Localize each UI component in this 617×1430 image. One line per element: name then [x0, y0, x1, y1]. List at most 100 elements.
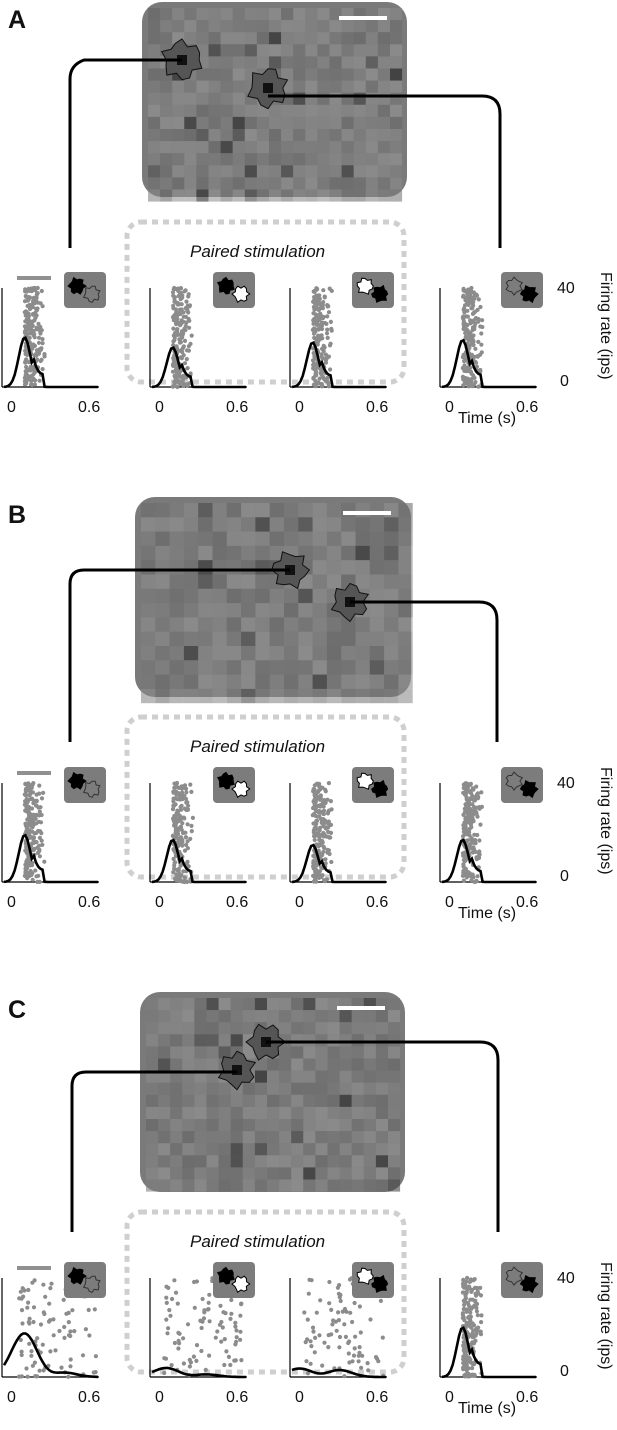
mosaic-pixel	[254, 1131, 267, 1144]
mosaic-pixel	[291, 1155, 304, 1168]
mosaic-pixel	[291, 1167, 304, 1180]
mosaic-pixel	[279, 1155, 292, 1168]
mosaic-pixel	[232, 189, 245, 202]
mosaic-pixel	[232, 80, 245, 93]
mosaic-pixel	[329, 177, 342, 190]
spike-dot	[26, 862, 31, 867]
spike-dot	[316, 299, 321, 304]
stimulus-icon	[64, 272, 106, 308]
mosaic-pixel	[353, 189, 366, 202]
mosaic-pixel	[398, 574, 413, 589]
mosaic-pixel	[146, 1167, 159, 1180]
spike-dot	[323, 787, 328, 792]
spike-dot	[312, 289, 317, 294]
spike-dot	[175, 374, 180, 379]
mosaic-pixel	[341, 165, 354, 178]
mosaic-pixel	[339, 1094, 352, 1107]
mosaic-pixel	[267, 1155, 280, 1168]
mosaic-pixel	[267, 1106, 280, 1119]
mosaic-pixel	[267, 998, 280, 1011]
mosaic-pixel	[377, 44, 390, 57]
spike-dot	[350, 1319, 355, 1325]
mosaic-pixel	[291, 1131, 304, 1144]
mosaic-pixel	[353, 153, 366, 166]
mosaic-pixel	[363, 1022, 376, 1035]
mosaic-pixel	[226, 531, 242, 546]
mosaic-pixel	[220, 141, 233, 154]
mosaic-pixel	[206, 1155, 219, 1168]
mosaic-pixel	[293, 141, 306, 154]
spike-dot	[308, 1339, 313, 1344]
mosaic-pixel	[244, 44, 257, 57]
mosaic-pixel	[353, 104, 366, 117]
psth-curve	[151, 838, 246, 884]
mosaic-pixel	[232, 68, 245, 81]
mosaic-pixel	[254, 998, 267, 1011]
mosaic-pixel	[279, 998, 292, 1011]
mosaic-pixel	[182, 1167, 195, 1180]
spike-dot	[326, 1333, 331, 1338]
mosaic-pixel	[254, 1070, 267, 1083]
spike-dot	[466, 1322, 471, 1327]
mosaic-pixel	[244, 32, 257, 45]
mosaic-pixel	[241, 588, 256, 604]
mosaic-pixel	[377, 20, 390, 33]
mosaic-pixel	[158, 1143, 171, 1156]
spike-dot	[30, 305, 35, 310]
spike-dot	[328, 341, 333, 346]
mosaic-pixel	[269, 165, 282, 178]
mosaic-pixel	[377, 56, 390, 69]
x-tick-06: 0.6	[78, 1389, 101, 1406]
spike-dot	[319, 352, 324, 357]
spike-dot	[470, 850, 475, 855]
spike-dot	[313, 384, 318, 389]
mosaic-pixel	[155, 560, 170, 575]
mosaic-pixel	[184, 80, 197, 93]
raster-plot	[1, 1262, 106, 1379]
mosaic-pixel	[170, 1010, 183, 1023]
mosaic-pixel	[198, 588, 213, 604]
mosaic-pixel	[255, 603, 270, 618]
mosaic-pixel	[329, 80, 342, 93]
spike-dot	[35, 845, 40, 850]
mosaic-pixel	[341, 646, 356, 661]
mosaic-pixel	[339, 1155, 352, 1168]
mosaic-pixel	[184, 129, 197, 142]
mosaic-pixel	[269, 153, 282, 166]
mosaic-pixel	[256, 32, 269, 45]
mosaic-pixel	[196, 153, 209, 166]
mosaic-pixel	[148, 92, 161, 105]
mosaic-pixel	[305, 68, 318, 81]
mosaic-pixel	[218, 1034, 231, 1047]
spike-dot	[31, 815, 37, 821]
spike-dot	[31, 822, 36, 827]
spike-dot	[461, 864, 466, 869]
spike-dot	[25, 876, 30, 881]
spike-dot	[171, 314, 176, 319]
x-tick-0: 0	[295, 1389, 304, 1406]
mosaic-pixel	[369, 531, 385, 546]
spike-dot	[26, 809, 31, 815]
mosaic-pixel	[279, 1143, 292, 1156]
spike-dot	[34, 803, 39, 808]
panel-label: A	[8, 6, 27, 34]
spike-dot	[471, 373, 476, 378]
mosaic-pixel	[269, 603, 284, 618]
mosaic-pixel	[365, 80, 378, 93]
spike-dot	[228, 1362, 233, 1368]
spike-dot	[23, 309, 28, 314]
spike-dot	[326, 304, 331, 309]
mosaic-pixel	[220, 129, 233, 142]
spike-dot	[466, 384, 472, 389]
spike-dot	[174, 369, 179, 374]
mosaic-pixel	[312, 588, 327, 604]
spike-dot	[320, 1363, 325, 1368]
spike-dot	[182, 878, 187, 884]
spike-dot	[465, 1275, 470, 1281]
spike-dot	[40, 337, 45, 342]
mosaic-pixel	[327, 1070, 340, 1083]
spike-dot	[463, 830, 469, 835]
spike-dot	[177, 1341, 182, 1346]
spike-dot	[171, 326, 176, 331]
spike-dot	[32, 1360, 38, 1365]
